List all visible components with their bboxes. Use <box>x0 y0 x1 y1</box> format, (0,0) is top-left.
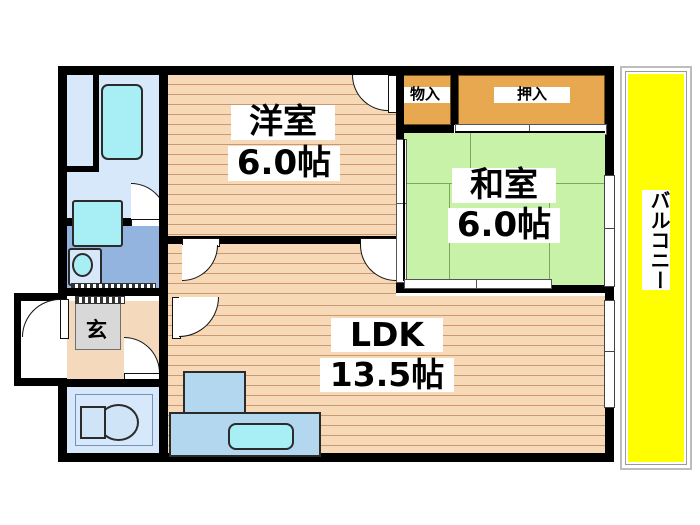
washitsu-bottom-panel-right[interactable] <box>476 279 552 289</box>
bath-niche-wall-horz <box>67 166 99 172</box>
entrance-door-leaf[interactable] <box>60 299 69 339</box>
washitsu-name-label: 和室 <box>452 167 556 204</box>
exterior-wall-left-upper <box>58 66 67 293</box>
balcony-railing-outline <box>620 66 692 470</box>
washing-machine <box>72 200 123 247</box>
exterior-wall-left-lower <box>58 386 67 462</box>
balcony-label: バルコニー <box>642 190 671 290</box>
balcony-inner-outline <box>625 71 687 465</box>
oshiire-door-rail <box>455 131 605 133</box>
wall-washroom-bottom <box>58 288 168 296</box>
washitsu-sliding-door-lower[interactable] <box>396 203 407 283</box>
entry-recess-wall-left <box>14 293 21 386</box>
balcony-window-ldk-lower[interactable] <box>604 351 615 408</box>
wall-under-monoire <box>396 125 454 133</box>
tatami-seam-v1 <box>470 133 471 183</box>
balcony-window-washitsu-lower[interactable] <box>604 228 615 287</box>
wall-yoshitsu-bottom <box>168 236 396 244</box>
wall-genkan-bottom <box>58 379 168 387</box>
bath-niche-wall-vert <box>93 75 99 172</box>
kitchen-sink <box>228 423 294 450</box>
entry-recess-wall-top <box>14 293 67 301</box>
ldk-size-label: 13.5帖 <box>320 357 454 393</box>
bathtub <box>101 84 143 160</box>
wall-washitsu-bottom <box>396 285 614 293</box>
washitsu-size-label: 6.0帖 <box>448 207 560 244</box>
wall-left-of-monoire <box>396 66 404 125</box>
vanity-basin-bowl <box>72 253 93 277</box>
wall-wet-area-right <box>159 66 168 293</box>
yoshitsu-size-label: 6.0帖 <box>228 145 340 182</box>
exterior-wall-bottom <box>58 453 614 462</box>
entry-recess-wall-bottom <box>14 378 67 386</box>
ldk-name-label: LDK <box>331 317 443 353</box>
washitsu-door-rail <box>403 139 405 281</box>
shoe-box <box>75 296 125 304</box>
wall-between-closets <box>451 75 458 125</box>
genkan-label: 玄 <box>86 318 107 342</box>
monoire-label: 物入 <box>400 86 450 103</box>
genkan-tile-step <box>75 303 121 350</box>
yoshitsu-name-label: 洋室 <box>231 104 335 141</box>
kitchen-counter-upper <box>183 371 246 418</box>
toilet-tank <box>80 406 106 439</box>
oshiire-label: 押入 <box>494 86 570 103</box>
toilet-floor-outline <box>75 394 153 446</box>
exterior-wall-top <box>58 66 614 75</box>
